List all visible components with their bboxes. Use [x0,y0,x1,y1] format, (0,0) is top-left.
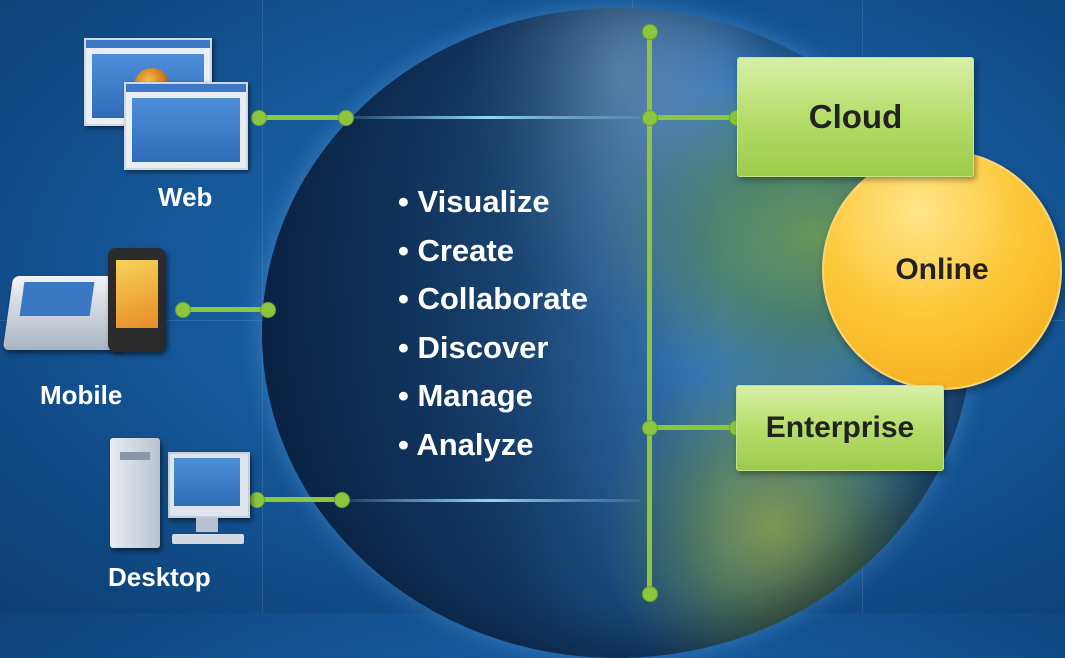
cloud-box: Cloud [737,57,974,177]
list-item: • Analyze [398,426,534,462]
light-beam [340,499,640,502]
desktop-connector [256,497,346,502]
list-item: • Manage [398,378,533,413]
enterprise-box: Enterprise [736,385,944,471]
capability-list: • Visualize • Create • Collaborate • Dis… [398,178,588,469]
vertical-connector [647,30,652,596]
browser-windows-icon [84,38,249,173]
list-item: • Visualize [398,184,550,219]
connector-node [642,110,658,126]
web-label: Web [158,182,213,212]
connector-node [338,110,354,126]
connector-node [260,302,276,318]
cloud-connector [650,115,738,120]
list-item: • Create [398,232,514,268]
list-item: • Collaborate [398,281,588,316]
online-circle: Online [822,150,1062,390]
connector-node [642,586,658,602]
connector-node [642,420,658,436]
web-connector [258,115,348,120]
enterprise-connector [650,425,738,430]
connector-node [334,492,350,508]
connector-node [642,24,658,40]
desktop-computer-icon [110,438,250,558]
handheld-devices-icon [2,248,178,358]
desktop-label: Desktop [108,562,211,592]
connector-node [249,492,265,508]
list-item: • Discover [398,329,549,365]
mobile-connector [182,307,270,312]
mobile-label: Mobile [40,380,123,410]
light-beam [340,116,640,119]
connector-node [175,302,191,318]
connector-node [251,110,267,126]
